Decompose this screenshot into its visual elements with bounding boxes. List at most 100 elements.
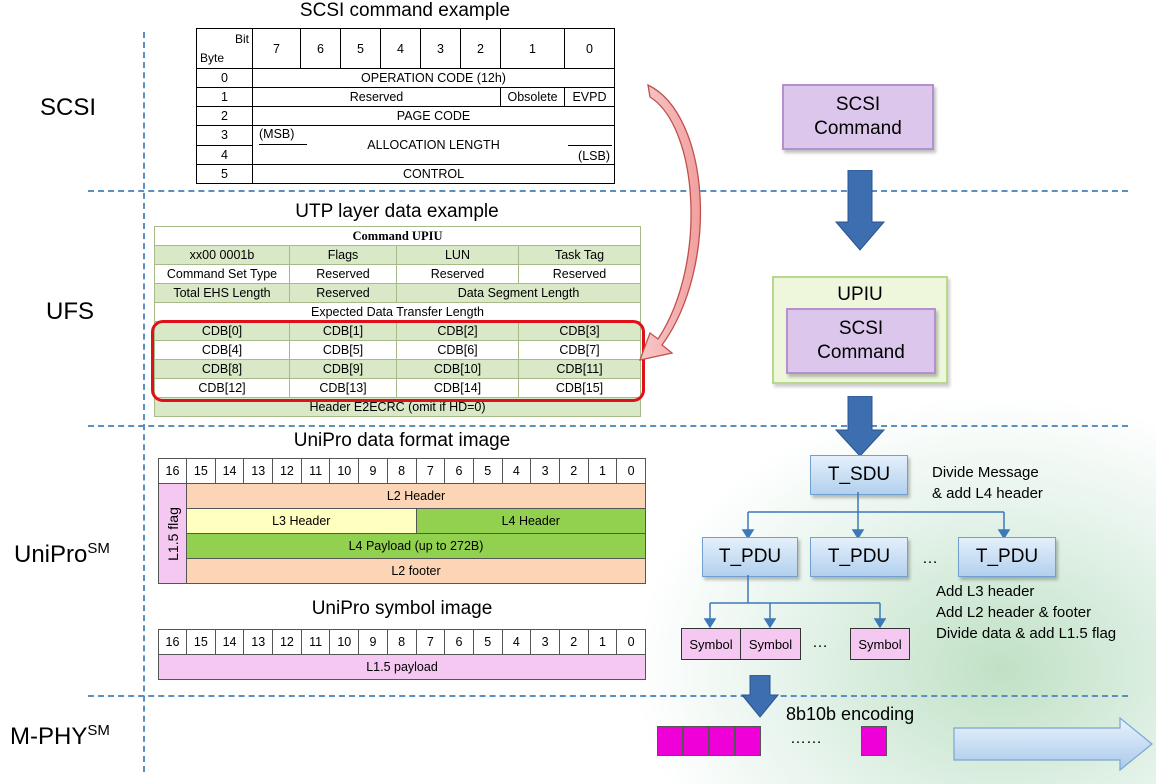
cdb-cell: CDB[9]: [289, 359, 397, 379]
l15-payload-cell: L1.5 payload: [158, 654, 646, 680]
down-arrow-2: [834, 396, 886, 457]
bit-num: 6: [444, 458, 474, 484]
scsi-row: 1 Reserved Obsolete EVPD: [196, 87, 615, 107]
utp-row: Total EHS Length Reserved Data Segment L…: [154, 283, 641, 303]
bit-num: 15: [186, 458, 216, 484]
bit-number-row: 16 15 14 13 12 11 10 9 8 7 6 5 4 3 2 1 0: [158, 458, 646, 484]
bit-number-row: 16 15 14 13 12 11 10 9 8 7 6 5 4 3 2 1 0: [158, 629, 646, 655]
bit-num: 5: [472, 458, 503, 484]
utp-cell: Flags: [289, 245, 397, 265]
utp-cell: LUN: [396, 245, 519, 265]
bit-num: 12: [272, 458, 302, 484]
l4-header-cell: L4 Header: [415, 508, 646, 534]
tpdu-symbol-connectors: [703, 575, 887, 629]
bit-num: 5: [472, 629, 503, 655]
utp-cell: Expected Data Transfer Length: [154, 302, 641, 322]
cdb-cell: CDB[6]: [396, 340, 519, 360]
reserved-cell: Reserved: [252, 87, 501, 107]
bit-num: 13: [243, 629, 274, 655]
curved-arrow: [638, 83, 702, 361]
layer-label-mphy: M-PHYSM: [10, 722, 110, 750]
page-code-cell: PAGE CODE: [252, 106, 615, 126]
l4-payload-row: L4 Payload (up to 272B): [159, 533, 646, 559]
cdb-cell: CDB[3]: [518, 321, 641, 341]
t-pdu-box-2: T_PDU: [810, 537, 908, 577]
control-cell: CONTROL: [252, 164, 615, 184]
l2-footer-cell: L2 footer: [186, 558, 646, 584]
allocation-length-cell: (MSB) ALLOCATION LENGTH (LSB): [252, 125, 615, 165]
byte-label: Byte: [200, 51, 225, 65]
symbol-box-1: Symbol: [681, 628, 741, 660]
bit-num: 0: [616, 629, 646, 655]
l3-header-cell: L3 Header: [186, 508, 417, 534]
bit-label: Bit: [234, 32, 249, 46]
bit-cell: 6: [300, 28, 341, 69]
bit-num: 7: [415, 629, 446, 655]
scsi-row: 5 CONTROL: [196, 164, 615, 184]
bit-num: 2: [558, 458, 589, 484]
utp-row: Expected Data Transfer Length: [154, 302, 641, 322]
bit-num: 11: [300, 629, 331, 655]
utp-cell: Reserved: [289, 264, 397, 284]
down-arrow-1: [834, 170, 886, 251]
unipro-data-format-table: 16 15 14 13 12 11 10 9 8 7 6 5 4 3 2 1 0…: [158, 458, 646, 584]
byte-cell: 5: [196, 164, 253, 184]
encoded-symbol-4: [735, 726, 761, 756]
cdb-row: CDB[12] CDB[13] CDB[14] CDB[15]: [154, 378, 641, 398]
cdb-cell: CDB[5]: [289, 340, 397, 360]
scsi-row: 0 OPERATION CODE (12h): [196, 68, 615, 88]
vertical-divider: [143, 32, 145, 772]
divider-scsi-ufs: [88, 190, 1128, 192]
bit-num: 13: [243, 458, 274, 484]
msb-rule: [259, 144, 307, 145]
scsi-table-title: SCSI command example: [299, 0, 511, 21]
t-sdu-box: T_SDU: [810, 455, 908, 495]
cdb-cell: CDB[15]: [518, 378, 641, 398]
opcode-cell: OPERATION CODE (12h): [252, 68, 615, 88]
cdb-highlight-box: [151, 320, 645, 402]
t-pdu-box-1: T_PDU: [702, 537, 798, 577]
encoded-symbol-1: [657, 726, 683, 756]
bit-num: 1: [587, 629, 618, 655]
utp-row: xx00 0001b Flags LUN Task Tag: [154, 245, 641, 265]
unipro-symbol-table: 16 15 14 13 12 11 10 9 8 7 6 5 4 3 2 1 0…: [158, 629, 646, 680]
t-pdu-box-3: T_PDU: [958, 537, 1056, 577]
bit-num: 9: [358, 458, 388, 484]
scsi-corner-cell: Bit Byte: [196, 28, 253, 69]
bit-num: 14: [214, 629, 245, 655]
lsb-label: (LSB): [578, 149, 610, 163]
bit-num: 8: [386, 629, 417, 655]
utp-cell: Command Set Type: [154, 264, 290, 284]
encoding-label: 8b10b encoding: [786, 704, 915, 724]
transmit-arrow: [953, 716, 1153, 772]
l2-footer-row: L2 footer: [159, 558, 646, 584]
bit-num: 4: [501, 629, 532, 655]
layer-label-unipro: UniProSM: [14, 540, 110, 568]
obsolete-cell: Obsolete: [500, 87, 565, 107]
byte-cell: 2: [196, 106, 253, 126]
bit-cell: 5: [340, 28, 381, 69]
bit-num: 9: [358, 629, 388, 655]
l4-payload-cell: L4 Payload (up to 272B): [186, 533, 646, 559]
bit-num: 10: [329, 629, 360, 655]
layer-label-ufs: UFS: [46, 298, 94, 325]
bit-num: 15: [186, 629, 216, 655]
bit-num: 6: [444, 629, 474, 655]
symbol-ellipsis: …: [812, 634, 828, 651]
l2-header-row: L1.5 flag L2 Header: [158, 483, 646, 584]
bit-num: 4: [501, 458, 532, 484]
command-upiu-header: Command UPIU: [154, 226, 641, 246]
scsi-bit-header-row: Bit Byte 7 6 5 4 3 2 1 0: [196, 28, 615, 69]
encoding-ellipsis: ……: [790, 730, 822, 747]
scsi-command-table: Bit Byte 7 6 5 4 3 2 1 0 0 OPERATION COD…: [196, 28, 615, 184]
t-sdu-note-2: & add L4 header: [932, 485, 1043, 502]
bit-num: 14: [214, 458, 245, 484]
cdb-cell: CDB[13]: [289, 378, 397, 398]
cdb-row: CDB[4] CDB[5] CDB[6] CDB[7]: [154, 340, 641, 360]
byte-cell: 3: [196, 125, 253, 146]
t-pdu-ellipsis: …: [922, 550, 938, 567]
bit-num: 8: [386, 458, 417, 484]
bit-num: 12: [272, 629, 302, 655]
l3-l4-header-row: L3 Header L4 Header: [159, 508, 646, 534]
utp-table-title: UTP layer data example: [295, 201, 499, 222]
